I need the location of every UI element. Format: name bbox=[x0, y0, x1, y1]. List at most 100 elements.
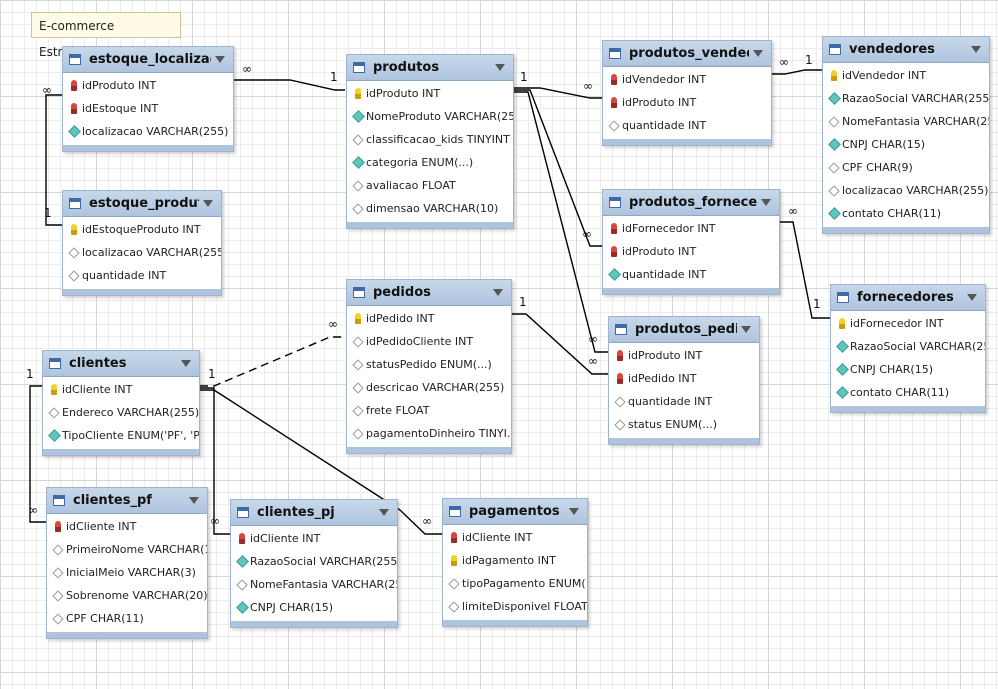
table-header[interactable]: produtos bbox=[347, 55, 513, 81]
column-row[interactable]: classificacao_kids TINYINT bbox=[347, 128, 513, 151]
table-produtos-fornecedores[interactable]: produtos_forneced...idFornecedor INTidPr… bbox=[602, 189, 780, 295]
table-header[interactable]: pedidos bbox=[347, 280, 511, 306]
column-row[interactable]: pagamentoDinheiro TINYI... bbox=[347, 422, 511, 445]
column-row[interactable]: CPF CHAR(11) bbox=[47, 607, 207, 630]
column-row[interactable]: idEstoque INT bbox=[63, 97, 233, 120]
column-row[interactable]: idCliente INT bbox=[443, 526, 587, 549]
collapse-arrow-icon[interactable] bbox=[189, 497, 199, 504]
column-row[interactable]: idCliente INT bbox=[231, 527, 397, 550]
column-row[interactable]: status ENUM(...) bbox=[609, 413, 759, 436]
column-row[interactable]: NomeFantasia VARCHAR(25... bbox=[823, 110, 989, 133]
rel-estoque-loc-produtos[interactable] bbox=[234, 80, 345, 90]
column-row[interactable]: idProduto INT bbox=[603, 91, 771, 114]
column-row[interactable]: idFornecedor INT bbox=[831, 312, 985, 335]
table-header[interactable]: clientes bbox=[43, 351, 199, 377]
column-row[interactable]: idProduto INT bbox=[347, 82, 513, 105]
rel-produtos-prodped[interactable] bbox=[514, 92, 608, 352]
column-row[interactable]: contato CHAR(11) bbox=[823, 202, 989, 225]
column-row[interactable]: idProduto INT bbox=[63, 74, 233, 97]
column-row[interactable]: CNPJ CHAR(15) bbox=[231, 596, 397, 619]
collapse-arrow-icon[interactable] bbox=[493, 289, 503, 296]
collapse-arrow-icon[interactable] bbox=[181, 360, 191, 367]
column-row[interactable]: localizacao VARCHAR(255) bbox=[63, 241, 221, 264]
column-row[interactable]: contato CHAR(11) bbox=[831, 381, 985, 404]
column-row[interactable]: categoria ENUM(...) bbox=[347, 151, 513, 174]
column-row[interactable]: Endereco VARCHAR(255) bbox=[43, 401, 199, 424]
table-produtos[interactable]: produtosidProduto INTNomeProduto VARCHAR… bbox=[346, 54, 514, 229]
table-estoque-localizacao[interactable]: estoque_localizac...idProduto INTidEstoq… bbox=[62, 46, 234, 152]
column-row[interactable]: limiteDisponivel FLOAT bbox=[443, 595, 587, 618]
table-vendedores[interactable]: vendedoresidVendedor INTRazaoSocial VARC… bbox=[822, 36, 990, 234]
collapse-arrow-icon[interactable] bbox=[215, 56, 225, 63]
column-row[interactable]: quantidade INT bbox=[603, 114, 771, 137]
column-row[interactable]: InicialMeio VARCHAR(3) bbox=[47, 561, 207, 584]
table-produtos-pedidos[interactable]: produtos_pedi...idProduto INTidPedido IN… bbox=[608, 316, 760, 445]
table-pagamentos[interactable]: pagamentosidCliente INTidPagamento INTti… bbox=[442, 498, 588, 627]
collapse-arrow-icon[interactable] bbox=[741, 326, 751, 333]
column-row[interactable]: idCliente INT bbox=[43, 378, 199, 401]
table-header[interactable]: estoque_produt... bbox=[63, 191, 221, 217]
column-row[interactable]: RazaoSocial VARCHAR(255) bbox=[823, 87, 989, 110]
column-row[interactable]: descricao VARCHAR(255) bbox=[347, 376, 511, 399]
column-row[interactable]: quantidade INT bbox=[609, 390, 759, 413]
column-row[interactable]: idPedido INT bbox=[609, 367, 759, 390]
column-row[interactable]: frete FLOAT bbox=[347, 399, 511, 422]
collapse-arrow-icon[interactable] bbox=[569, 508, 579, 515]
column-row[interactable]: localizacao VARCHAR(255) bbox=[823, 179, 989, 202]
table-fornecedores[interactable]: fornecedoresidFornecedor INTRazaoSocial … bbox=[830, 284, 986, 413]
column-row[interactable]: idProduto INT bbox=[609, 344, 759, 367]
column-row[interactable]: NomeProduto VARCHAR(25... bbox=[347, 105, 513, 128]
collapse-arrow-icon[interactable] bbox=[761, 199, 771, 206]
column-row[interactable]: idEstoqueProduto INT bbox=[63, 218, 221, 241]
column-row[interactable]: idVendedor INT bbox=[823, 64, 989, 87]
column-row[interactable]: idProduto INT bbox=[603, 240, 779, 263]
column-row[interactable]: idPedido INT bbox=[347, 307, 511, 330]
collapse-arrow-icon[interactable] bbox=[203, 200, 213, 207]
rel-prodvend-vendedores[interactable] bbox=[772, 70, 822, 74]
collapse-arrow-icon[interactable] bbox=[971, 46, 981, 53]
column-row[interactable]: TipoCliente ENUM('PF', 'P... bbox=[43, 424, 199, 447]
collapse-arrow-icon[interactable] bbox=[753, 50, 763, 57]
column-row[interactable]: CNPJ CHAR(15) bbox=[831, 358, 985, 381]
collapse-arrow-icon[interactable] bbox=[495, 64, 505, 71]
table-header[interactable]: estoque_localizac... bbox=[63, 47, 233, 73]
rel-produtos-prodforn[interactable] bbox=[514, 90, 602, 246]
column-row[interactable]: idCliente INT bbox=[47, 515, 207, 538]
column-row[interactable]: dimensao VARCHAR(10) bbox=[347, 197, 513, 220]
column-row[interactable]: RazaoSocial VARCHAR(25... bbox=[831, 335, 985, 358]
column-row[interactable]: idVendedor INT bbox=[603, 68, 771, 91]
table-header[interactable]: fornecedores bbox=[831, 285, 985, 311]
collapse-arrow-icon[interactable] bbox=[379, 509, 389, 516]
rel-clientes-pedidos[interactable] bbox=[200, 337, 346, 386]
column-row[interactable]: CPF CHAR(9) bbox=[823, 156, 989, 179]
table-clientes[interactable]: clientesidCliente INTEndereco VARCHAR(25… bbox=[42, 350, 200, 456]
column-row[interactable]: idPagamento INT bbox=[443, 549, 587, 572]
table-header[interactable]: clientes_pf bbox=[47, 488, 207, 514]
table-header[interactable]: vendedores bbox=[823, 37, 989, 63]
table-clientes-pf[interactable]: clientes_pfidCliente INTPrimeiroNome VAR… bbox=[46, 487, 208, 639]
column-row[interactable]: RazaoSocial VARCHAR(255) bbox=[231, 550, 397, 573]
table-header[interactable]: clientes_pj bbox=[231, 500, 397, 526]
table-pedidos[interactable]: pedidosidPedido INTidPedidoCliente INTst… bbox=[346, 279, 512, 454]
table-header[interactable]: produtos_pedi... bbox=[609, 317, 759, 343]
table-produtos-vendedores[interactable]: produtos_vended...idVendedor INTidProdut… bbox=[602, 40, 772, 146]
column-row[interactable]: avaliacao FLOAT bbox=[347, 174, 513, 197]
column-row[interactable]: NomeFantasia VARCHAR(25... bbox=[231, 573, 397, 596]
collapse-arrow-icon[interactable] bbox=[967, 294, 977, 301]
column-row[interactable]: CNPJ CHAR(15) bbox=[823, 133, 989, 156]
table-header[interactable]: pagamentos bbox=[443, 499, 587, 525]
column-row[interactable]: statusPedido ENUM(...) bbox=[347, 353, 511, 376]
table-header[interactable]: produtos_forneced... bbox=[603, 190, 779, 216]
table-clientes-pj[interactable]: clientes_pjidCliente INTRazaoSocial VARC… bbox=[230, 499, 398, 628]
column-row[interactable]: quantidade INT bbox=[63, 264, 221, 287]
rel-prodforn-fornecedores[interactable] bbox=[780, 222, 830, 318]
table-header[interactable]: produtos_vended... bbox=[603, 41, 771, 67]
column-row[interactable]: PrimeiroNome VARCHAR(1... bbox=[47, 538, 207, 561]
column-row[interactable]: Sobrenome VARCHAR(20) bbox=[47, 584, 207, 607]
column-row[interactable]: localizacao VARCHAR(255) bbox=[63, 120, 233, 143]
column-row[interactable]: tipoPagamento ENUM(.... bbox=[443, 572, 587, 595]
column-row[interactable]: quantidade INT bbox=[603, 263, 779, 286]
column-row[interactable]: idFornecedor INT bbox=[603, 217, 779, 240]
column-row[interactable]: idPedidoCliente INT bbox=[347, 330, 511, 353]
